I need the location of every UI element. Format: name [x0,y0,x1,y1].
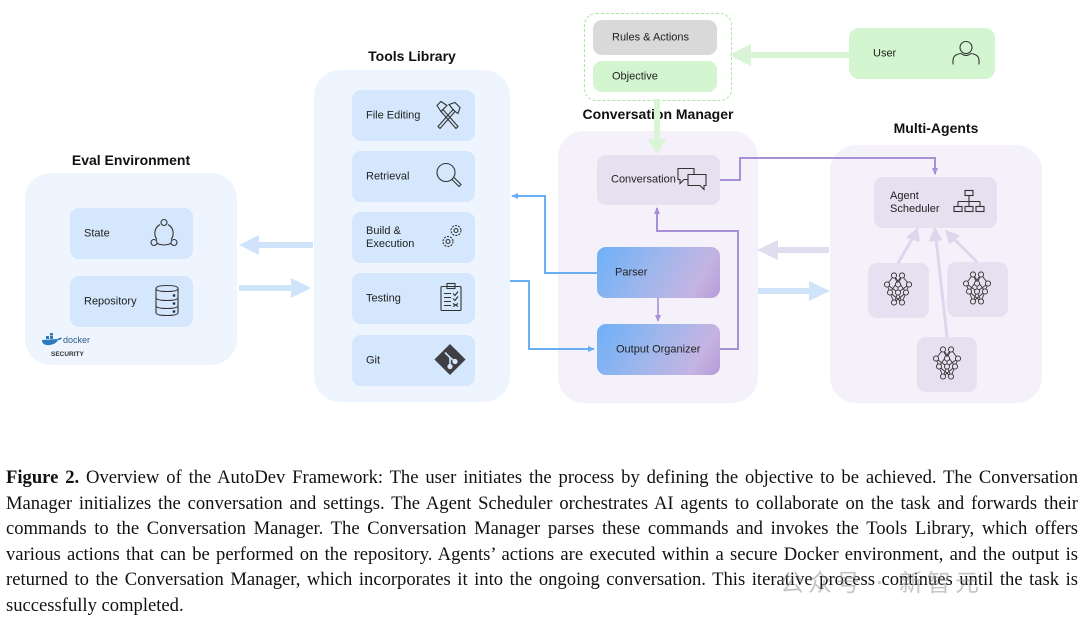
figure-caption-text: Overview of the AutoDev Framework: The u… [6,467,1078,616]
nn-node [962,279,970,287]
nn-node [981,287,989,295]
nn-node [965,287,973,295]
git-icon [433,342,467,379]
tools-to-eval-arrow [239,235,313,255]
conversation-card: Conversation [597,155,720,205]
eval-environment-title: Eval Environment [71,152,191,168]
nn-node [886,288,894,296]
retrieval-label: Retrieval [366,170,410,182]
build-execution-text: Build & Execution [366,224,415,250]
state-card: State [70,208,193,259]
nn-node [947,372,955,380]
clipboard-checklist-icon [439,282,463,315]
user-to-objective-arrow [729,44,849,66]
agent-scheduler-line2: Scheduler [890,202,940,215]
nn-node [883,280,891,288]
agent-card-3 [917,337,977,392]
figure-label: Figure 2. [6,467,80,488]
nn-node [943,362,951,370]
output-organizer-label: Output Organizer [616,343,701,355]
docker-logo-icon: docker [42,333,90,346]
agent-card-1 [868,263,929,318]
docker-security-badge: docker SECURITY [40,333,100,358]
manager-to-agents-arrow [758,281,830,301]
nn-node [894,280,902,288]
multi-agents-title: Multi-Agents [893,120,979,136]
nn-node [947,345,955,353]
agent-scheduler-line1: Agent [890,189,919,202]
chat-bubbles-icon [676,167,708,194]
nn-node [939,372,947,380]
database-icon [153,283,181,320]
tool-testing: Testing [352,273,475,324]
output-organizer-card: Output Organizer [597,324,720,375]
eval-to-tools-arrow [239,278,311,298]
nn-node [890,298,898,306]
conversation-manager-title: Conversation Manager [582,106,734,122]
hammer-wrench-icon [433,99,463,132]
nn-node [984,279,992,287]
rules-actions-card: Rules & Actions [593,20,717,55]
search-icon [435,161,463,192]
security-label: SECURITY [51,351,84,358]
rules-actions-label: Rules & Actions [612,31,690,43]
nn-node [977,297,985,305]
eval-environment-panel [25,173,237,365]
svg-text:docker: docker [63,335,90,345]
neural-network-icon [931,345,963,383]
tool-build-execution: Build & Execution [352,212,475,263]
nn-node [905,280,913,288]
conversation-label: Conversation [611,173,676,186]
gears-icon [441,222,463,253]
neural-network-icon [961,270,993,308]
nn-node [969,270,977,278]
nn-node [939,345,947,353]
tool-retrieval: Retrieval [352,151,475,202]
agents-to-manager-arrow [757,240,829,260]
nn-node [894,288,902,296]
neural-network-icon [882,271,914,309]
agent-scheduler-card: Agent Scheduler [874,177,997,228]
git-label: Git [366,354,381,366]
nn-node [951,362,959,370]
nn-node [935,362,943,370]
parser-card: Parser [597,247,720,298]
tool-file-editing: File Editing [352,90,475,141]
user-label: User [873,47,897,59]
tool-git: Git [352,335,475,386]
repository-card: Repository [70,276,193,327]
hierarchy-icon [953,188,985,217]
figure-caption: Figure 2. Overview of the AutoDev Framew… [6,465,1078,618]
objective-card: Objective [593,61,717,92]
nn-node [890,271,898,279]
objective-label: Objective [612,70,658,82]
tools-library-title: Tools Library [368,48,456,64]
agent-card-2 [947,262,1008,317]
user-icon [951,39,981,68]
nn-node [898,271,906,279]
user-card: User [849,28,995,79]
cycle-icon [147,215,181,252]
nn-node [898,298,906,306]
repository-label: Repository [84,295,137,307]
nn-node [973,279,981,287]
watermark: 公众号 · 新智元 [780,569,983,597]
file-editing-label: File Editing [366,109,421,121]
nn-node [969,297,977,305]
parser-label: Parser [615,266,648,278]
build-execution-label: Build & Execution [366,225,426,251]
nn-node [932,354,940,362]
agent-scheduler-label: Agent Scheduler [890,190,940,216]
nn-node [954,354,962,362]
state-label: State [84,227,110,239]
nn-node [973,287,981,295]
nn-node [943,354,951,362]
nn-node [977,270,985,278]
testing-label: Testing [366,292,401,304]
nn-node [902,288,910,296]
